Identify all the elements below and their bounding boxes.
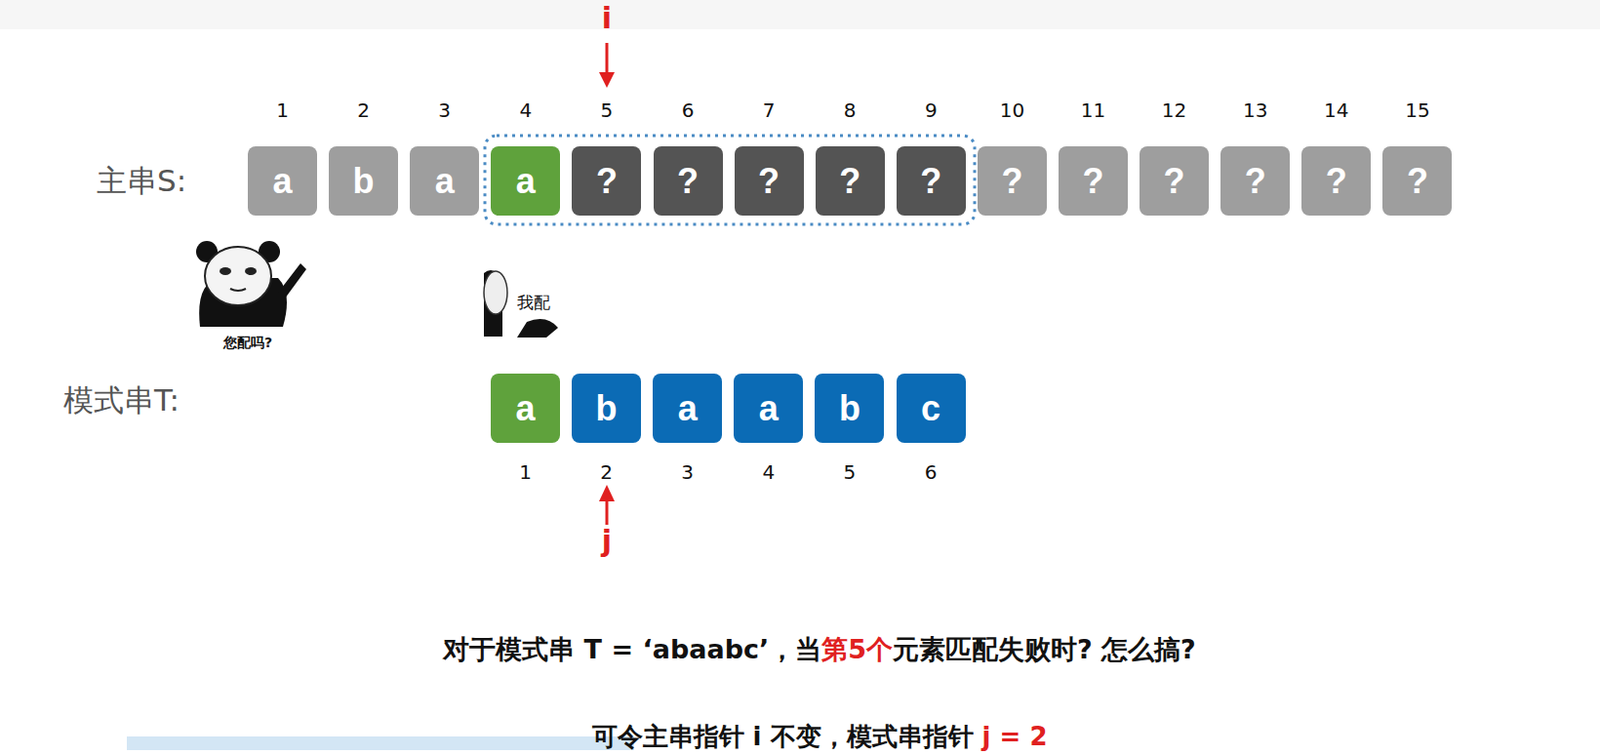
index-number: 6 [681,100,695,120]
index-number: 15 [1404,100,1430,120]
char-text: b [839,391,861,427]
caption-text: 元素匹配失败时? 怎么搞? [892,636,1197,663]
pattern-char-cell: c [896,373,966,443]
char-text: ? [839,163,861,200]
meme-caption: 您配吗? [223,335,273,350]
index-number: 4 [761,462,775,482]
pattern-char-cell: a [652,373,722,443]
main-char-cell: a [490,146,560,216]
char-text: a [515,391,535,427]
char-text: b [353,163,375,200]
index-number: 3 [438,100,451,120]
pointer-label: i [601,3,612,34]
index-number: 12 [1161,100,1187,120]
panda-meme-small [483,260,560,339]
caption-highlight: j = 2 [982,723,1048,750]
char-text: b [596,391,618,427]
char-text: ? [1163,163,1186,200]
window-outline [484,135,975,225]
meme-caption: 我配 [517,294,551,312]
index-number: 5 [843,462,857,482]
index-number: 13 [1242,100,1268,120]
char-text: ? [1325,163,1348,200]
i-arrowhead [599,72,615,88]
row-label: 模式串T: [63,385,180,416]
main-char-cell: ? [815,146,885,216]
pattern-char-cell: b [814,373,884,443]
main-char-cell: ? [1301,146,1371,216]
index-number: 1 [276,100,289,120]
row-label: 主串S: [96,165,187,197]
index-number: 10 [1000,100,1025,120]
main-char-cell: a [247,146,318,216]
index-number: 2 [357,100,370,120]
pointer-label: j [601,526,612,557]
main-char-cell: ? [977,146,1047,216]
index-number: 8 [843,100,857,120]
char-text: ? [1406,163,1429,200]
main-char-cell: ? [896,146,966,216]
main-char-cell: ? [571,146,641,216]
index-number: 11 [1080,100,1106,120]
main-char-cell: ? [1220,146,1290,216]
highlight-bar [126,736,635,751]
pattern-char-cell: b [571,373,641,443]
main-char-cell: b [328,146,399,216]
main-char-cell: ? [1058,146,1128,216]
char-text: c [920,391,941,427]
i-arrow [605,42,609,75]
index-number: 6 [924,462,938,482]
char-text: a [435,163,455,200]
char-text: ? [1244,163,1267,200]
main-char-cell: ? [734,146,804,216]
char-text: ? [1082,163,1105,200]
index-number: 7 [762,100,776,120]
main-char-cell: ? [1382,146,1452,216]
caption-text: 可令主串指针 i 不变，模式串指针 [592,723,983,750]
j-arrowhead [599,484,615,502]
caption-highlight: 第5个 [821,636,893,663]
main-char-cell: ? [653,146,723,216]
char-text: ? [758,163,780,200]
caption-line: 可令主串指针 i 不变，模式串指针 j = 2 [592,723,1048,750]
char-text: a [272,163,292,200]
char-text: ? [596,163,618,200]
top-band [0,0,1600,30]
index-number: 1 [519,462,532,482]
char-text: a [516,163,536,200]
index-number: 9 [924,100,938,120]
index-number: 4 [519,100,532,120]
index-number: 2 [600,462,613,482]
j-arrow [605,499,609,525]
index-number: 5 [600,100,614,120]
main-char-cell: ? [1139,146,1209,216]
panda-meme [196,240,307,327]
index-number: 3 [680,462,694,482]
pattern-char-cell: a [733,373,803,443]
char-text: a [759,391,779,427]
caption-text: 对于模式串 T = ‘abaabc’，当 [442,636,822,663]
pattern-char-cell: a [490,373,560,443]
main-char-cell: a [409,146,480,216]
char-text: ? [920,163,942,200]
char-text: ? [1000,163,1023,200]
char-text: a [678,391,698,427]
index-number: 14 [1323,100,1349,120]
caption-line: 对于模式串 T = ‘abaabc’，当第5个元素匹配失败时? 怎么搞? [442,636,1197,663]
char-text: ? [677,163,699,200]
